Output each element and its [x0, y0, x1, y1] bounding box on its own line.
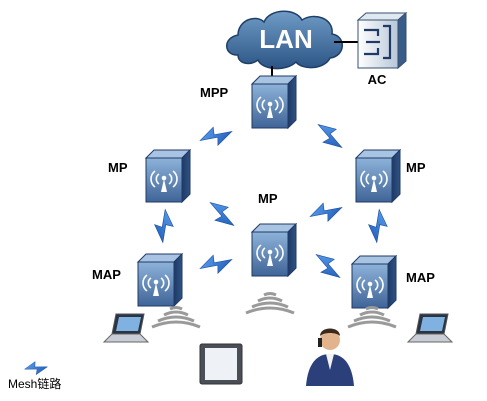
mpp-ap-icon [251, 75, 297, 129]
mesh-link-bolt-icon [307, 195, 345, 229]
map-left-ap-icon [137, 253, 183, 307]
mesh-link-bolt-icon [203, 197, 241, 231]
mesh-link-bolt-icon [311, 119, 349, 153]
mesh-link-bolt-icon [152, 208, 176, 244]
mp-left-ap-icon [145, 149, 191, 203]
laptop-icon [407, 313, 453, 343]
person-phone-icon [306, 328, 354, 386]
laptop-icon [103, 313, 149, 343]
mpp-label: MPP [200, 85, 229, 100]
map-right-label: MAP [406, 270, 435, 285]
ac-label: AC [368, 72, 387, 87]
legend: Mesh链路 [8, 358, 61, 391]
mp-right-ap-icon [355, 149, 401, 203]
ac-controller-icon [356, 11, 408, 70]
mesh-link-bolt-icon [366, 208, 390, 244]
mp-left-label: MP [108, 160, 128, 175]
lan-label: LAN [259, 24, 312, 54]
map-right-ap-icon [351, 255, 397, 309]
mesh-link-bolt-icon [197, 247, 235, 281]
lan-cloud-icon [226, 10, 343, 70]
tablet-icon [199, 343, 243, 385]
wifi-coverage-icon [346, 306, 398, 329]
wifi-coverage-icon [244, 292, 296, 315]
legend-label: Mesh链路 [8, 376, 61, 391]
mp-right-label: MP [406, 160, 426, 175]
mp-center-ap-icon [251, 223, 297, 277]
lightning-bolt-icon [23, 358, 49, 378]
wifi-coverage-icon [150, 306, 202, 329]
mesh-link-bolt-icon [309, 249, 347, 283]
mesh-link-bolt-icon [197, 119, 235, 153]
mp-center-label: MP [258, 191, 278, 206]
map-left-label: MAP [92, 267, 121, 282]
